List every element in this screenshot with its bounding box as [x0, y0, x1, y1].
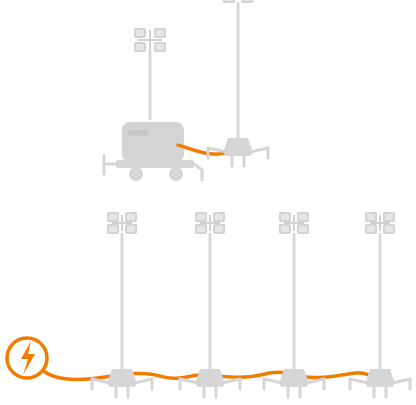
lighting-tower-4	[350, 212, 410, 397]
top-cable	[178, 145, 230, 154]
lightning-bolt-icon	[7, 338, 47, 378]
lighting-tower-3	[264, 212, 324, 397]
lighting-tower-2	[180, 212, 240, 397]
lighting-tower-1	[92, 212, 152, 397]
top-lighting-tower	[208, 0, 268, 166]
generator-unit	[104, 28, 202, 181]
